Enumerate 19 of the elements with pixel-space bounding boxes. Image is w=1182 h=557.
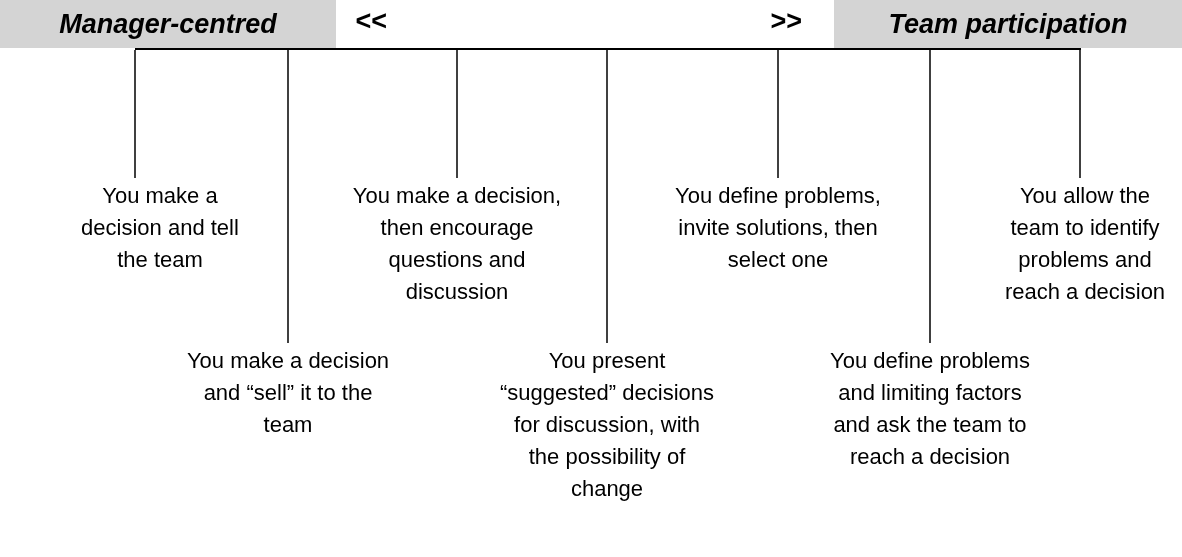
connector-line	[456, 49, 458, 179]
connector-line	[929, 49, 931, 344]
description-text: You define problems, invite solutions, then select one	[663, 178, 893, 276]
description-text: You make a decision and tell the team	[70, 178, 250, 276]
description-text: You allow the team to identify problems and reach a decision	[992, 178, 1178, 308]
connector-line	[1079, 49, 1081, 179]
connector-line	[777, 49, 779, 179]
scale-line	[135, 48, 1081, 50]
description-text: You define problems and limiting factors and ask the team to reach a decision	[824, 343, 1036, 473]
description-text: You make a decision and “sell” it to the team	[182, 343, 394, 441]
description-text: You make a decision, then encourage questions and discussion	[337, 178, 577, 308]
direction-mark: >>	[770, 6, 802, 37]
scale-end-box: Team participation	[834, 0, 1182, 48]
direction-mark: <<	[355, 6, 387, 37]
connector-line	[606, 49, 608, 344]
connector-line	[134, 49, 136, 179]
scale-end-box: Manager-centred	[0, 0, 336, 48]
connector-line	[287, 49, 289, 344]
description-text: You present “suggested” decisions for discussion, with the possibility of change	[499, 343, 715, 505]
